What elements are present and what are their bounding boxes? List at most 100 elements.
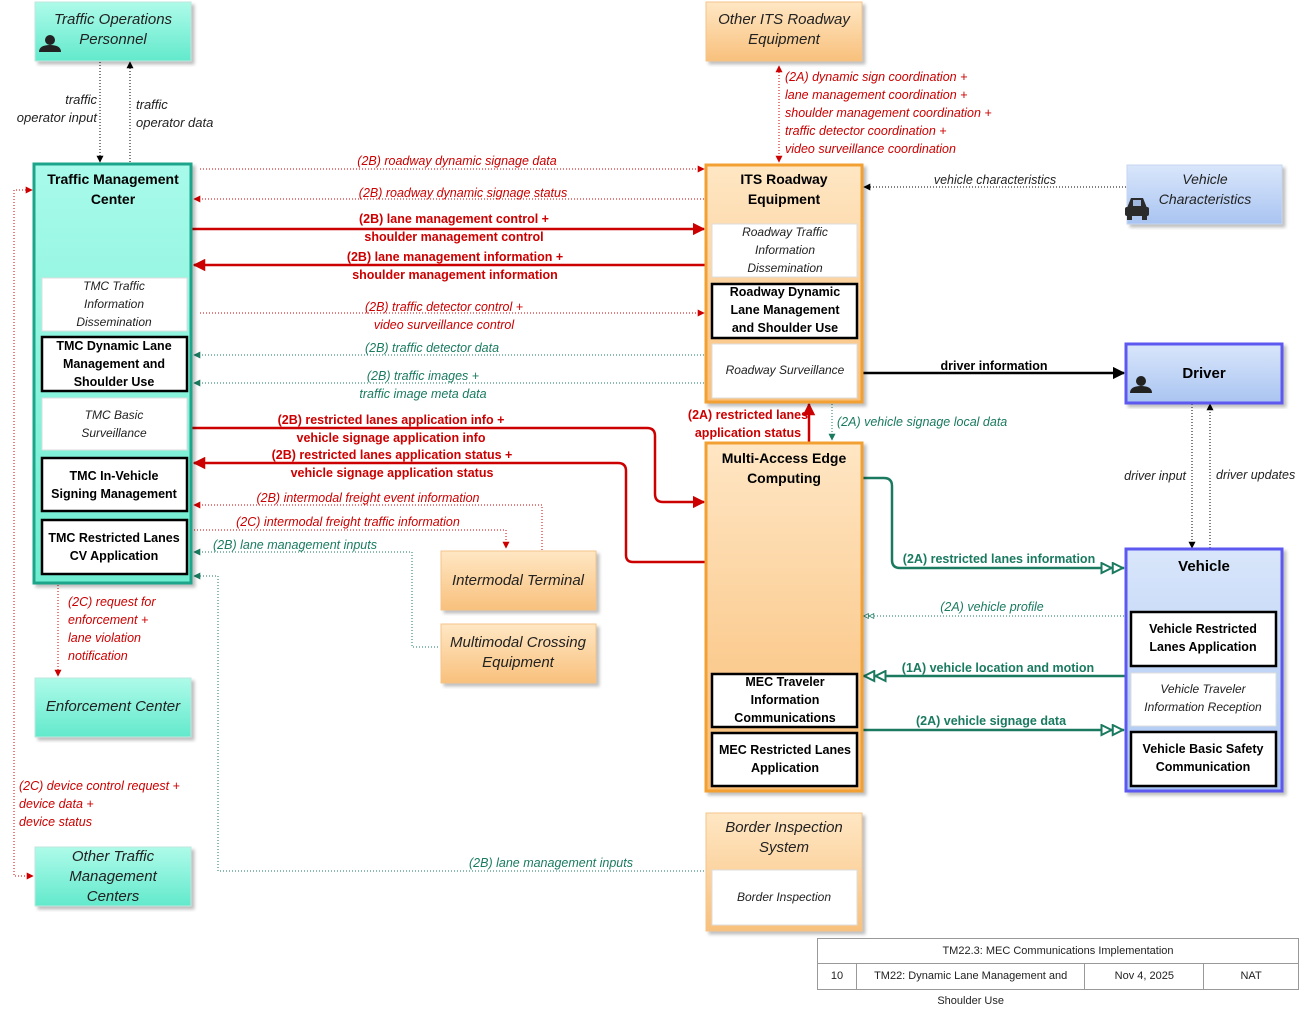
- roadway-traffic-info-dissemination-box[interactable]: [711, 223, 858, 278]
- other-tmcs-label-line: Other Traffic: [72, 848, 155, 865]
- tmc-in-vehicle-signing-box[interactable]: [40, 456, 189, 513]
- mec-traveler-info-comm-label-line: Communications: [734, 711, 835, 725]
- tmc-basic-surveillance-box[interactable]: [41, 397, 188, 451]
- flow-label-driver-updates-line: driver updates: [1216, 468, 1295, 482]
- flows: [13, 61, 1214, 880]
- flow-label-restricted-lanes-app-status-mec-line: application status: [695, 426, 801, 440]
- flow-label-traffic-operator-data-line: traffic: [136, 97, 168, 112]
- object-boxes: [40, 223, 1278, 926]
- flow-label-roadway-dynamic-signage-data: (2B) roadway dynamic signage data: [357, 154, 556, 168]
- flow-label-traffic-operator-data-line: operator data: [136, 115, 213, 130]
- flow-label-lane-mgmt-inputs-border-line: (2B) lane management inputs: [469, 856, 633, 870]
- flow-label-request-for-enforcement-line: notification: [68, 649, 128, 663]
- person-icon: [1130, 376, 1152, 393]
- driver-label: Driver: [1182, 365, 1226, 382]
- roadway-dynamic-lane-mgmt-label-line: Lane Management: [730, 303, 840, 317]
- flow-label-traffic-detector-data: (2B) traffic detector data: [365, 341, 499, 355]
- mec-restricted-lanes-app-box[interactable]: [710, 731, 859, 788]
- car-icon: [1125, 198, 1149, 220]
- vehicle-traveler-info-reception-label-line: Information Reception: [1144, 700, 1262, 714]
- flow-label-roadway-dynamic-signage-status: (2B) roadway dynamic signage status: [359, 186, 567, 200]
- border-inspection-box[interactable]: [711, 869, 858, 926]
- flow-restricted-lanes-information: [862, 476, 1124, 568]
- tmc-dynamic-lane-mgmt-box[interactable]: [40, 335, 189, 393]
- title-block-service: TM22: Dynamic Lane Management and Should…: [857, 964, 1086, 1007]
- mec-restricted-lanes-app-label-line: MEC Restricted Lanes: [719, 743, 851, 757]
- border-inspection-label-line: Border Inspection: [737, 890, 831, 904]
- traffic-operations-personnel-box[interactable]: [34, 1, 192, 62]
- flow-lane-mgmt-inputs-border: [193, 572, 704, 872]
- roadway-dynamic-lane-mgmt-label-line: Roadway Dynamic: [730, 285, 841, 299]
- flow-label-lane-mgmt-information: (2B) lane management information +should…: [347, 250, 563, 282]
- tmc-in-vehicle-signing-label-line: TMC In-Vehicle: [70, 469, 159, 483]
- flow-label-intermodal-freight-event-info-line: (2B) intermodal freight event informatio…: [256, 491, 479, 505]
- tmc-dynamic-lane-mgmt-label-line: TMC Dynamic Lane: [56, 339, 171, 353]
- vehicle-traveler-info-reception-box[interactable]: [1130, 672, 1277, 727]
- traffic-operations-personnel-label-line: Traffic Operations: [54, 11, 173, 28]
- flow-label-vehicle-profile: (2A) vehicle profile: [940, 600, 1044, 614]
- flow-restricted-lanes-app-info: [192, 426, 706, 509]
- tmc-restricted-lanes-box[interactable]: [40, 518, 189, 576]
- flow-label-restricted-lanes-information-line: (2A) restricted lanes information: [903, 552, 1095, 566]
- mec-traveler-info-comm-label-line: Information: [751, 693, 820, 707]
- flow-lane-mgmt-inputs-multimodal: [193, 548, 438, 648]
- border-inspection-label: Border Inspection: [737, 890, 831, 904]
- roadway-surveillance-label: Roadway Surveillance: [726, 363, 845, 377]
- flow-label-lane-mgmt-inputs-border: (2B) lane management inputs: [469, 856, 633, 870]
- tmc-restricted-lanes-label-line: CV Application: [70, 549, 158, 563]
- roadway-dynamic-lane-mgmt-box[interactable]: [710, 282, 859, 340]
- vehicle-basic-safety-comm-box[interactable]: [1129, 730, 1278, 788]
- mec-restricted-lanes-app-label-line: Application: [751, 761, 819, 775]
- intermodal-terminal-box[interactable]: [440, 550, 597, 611]
- other-its-roadway-equipment-label-line: Equipment: [748, 31, 821, 48]
- flow-label-lane-mgmt-control: (2B) lane management control +shoulder m…: [359, 212, 549, 244]
- driver-box[interactable]: [1124, 342, 1284, 405]
- tmc-traffic-info-dissemination-box[interactable]: [41, 277, 188, 332]
- roadway-surveillance-box[interactable]: [711, 343, 858, 399]
- flow-label-driver-input-line: driver input: [1124, 469, 1186, 483]
- traffic-operations-personnel-label-line: Personnel: [79, 31, 147, 48]
- vehicle-characteristics-label-line: Characteristics: [1159, 191, 1252, 207]
- flow-label-device-control-request-line: device data +: [19, 797, 94, 811]
- enforcement-center-label-line: Enforcement Center: [46, 698, 181, 715]
- vehicle-restricted-lanes-app-label-line: Vehicle Restricted: [1149, 622, 1257, 636]
- flow-intermodal-freight-event-info: [193, 501, 543, 550]
- other-traffic-management-centers-box[interactable]: [34, 846, 192, 907]
- other-tmcs-label-line: Centers: [87, 888, 140, 905]
- flow-label-driver-information-line: driver information: [941, 359, 1048, 373]
- flow-label-intermodal-freight-traffic-info: (2C) intermodal freight traffic informat…: [236, 515, 460, 529]
- flow-label-traffic-operator-data: traffic operator data: [136, 97, 213, 130]
- flow-label-traffic-detector-control: (2B) traffic detector control +video sur…: [365, 300, 523, 332]
- flow-label-traffic-images-line: (2B) traffic images +: [367, 369, 479, 383]
- roadway-dynamic-lane-mgmt-label-line: and Shoulder Use: [732, 321, 838, 335]
- flow-label-its-coordination-line: video surveillance coordination: [785, 142, 956, 156]
- flow-label-its-coordination-line: lane management coordination +: [785, 88, 967, 102]
- flow-label-vehicle-profile-line: (2A) vehicle profile: [940, 600, 1044, 614]
- other-its-roadway-equipment-box[interactable]: [705, 1, 863, 62]
- mec-traveler-info-comm-box[interactable]: [710, 672, 859, 729]
- person-icon: [39, 35, 61, 52]
- vehicle-restricted-lanes-app-box[interactable]: [1129, 610, 1278, 668]
- its-roadway-equipment-label-line: Equipment: [748, 191, 821, 207]
- enforcement-center-box[interactable]: [34, 677, 192, 738]
- flow-label-intermodal-freight-traffic-info-line: (2C) intermodal freight traffic informat…: [236, 515, 460, 529]
- intermodal-terminal-label-line: Intermodal Terminal: [452, 572, 585, 589]
- multimodal-crossing-equipment-box[interactable]: [440, 623, 597, 684]
- vehicle-characteristics-box[interactable]: [1126, 164, 1283, 225]
- tmc-dynamic-lane-mgmt-label-line: Management and: [63, 357, 165, 371]
- flow-label-vehicle-signage-local-data-line: (2A) vehicle signage local data: [837, 415, 1007, 429]
